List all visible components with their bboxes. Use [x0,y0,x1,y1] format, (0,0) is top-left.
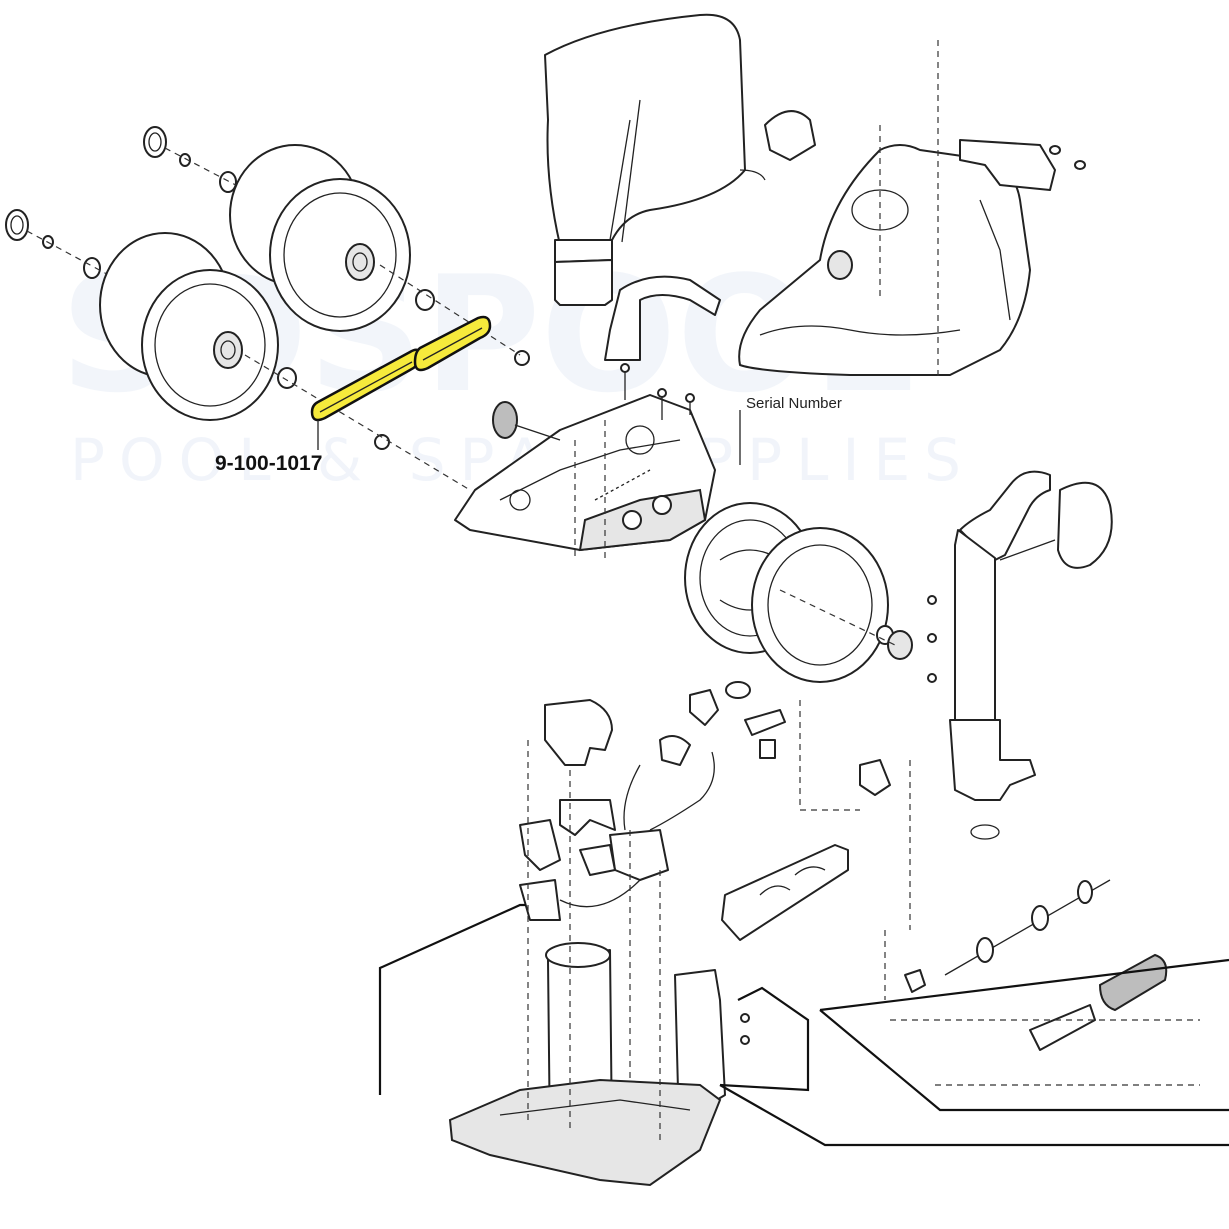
assembly-guides [527,700,1200,1140]
chassis-gearbox [454,363,716,560]
rear-wheel-assembly [5,126,530,491]
pump-clips [544,681,786,831]
swivel-hose-assembly [927,470,1113,840]
debris-bag [544,13,766,306]
handle-bracket [959,139,1086,191]
diaphragm-housing [519,799,669,921]
brush-shaft [904,879,1168,1051]
detail-frames [378,903,1229,1147]
part-number-label: 9-100-1017 [215,452,322,475]
top-cover [738,40,1031,380]
lower-body [448,942,750,1187]
drive-belt-highlight[interactable] [310,315,492,422]
serial-number-label: Serial Number [746,395,842,412]
front-wheel-assembly [684,502,913,683]
side-panel [721,759,891,941]
bag-clip [604,110,816,361]
